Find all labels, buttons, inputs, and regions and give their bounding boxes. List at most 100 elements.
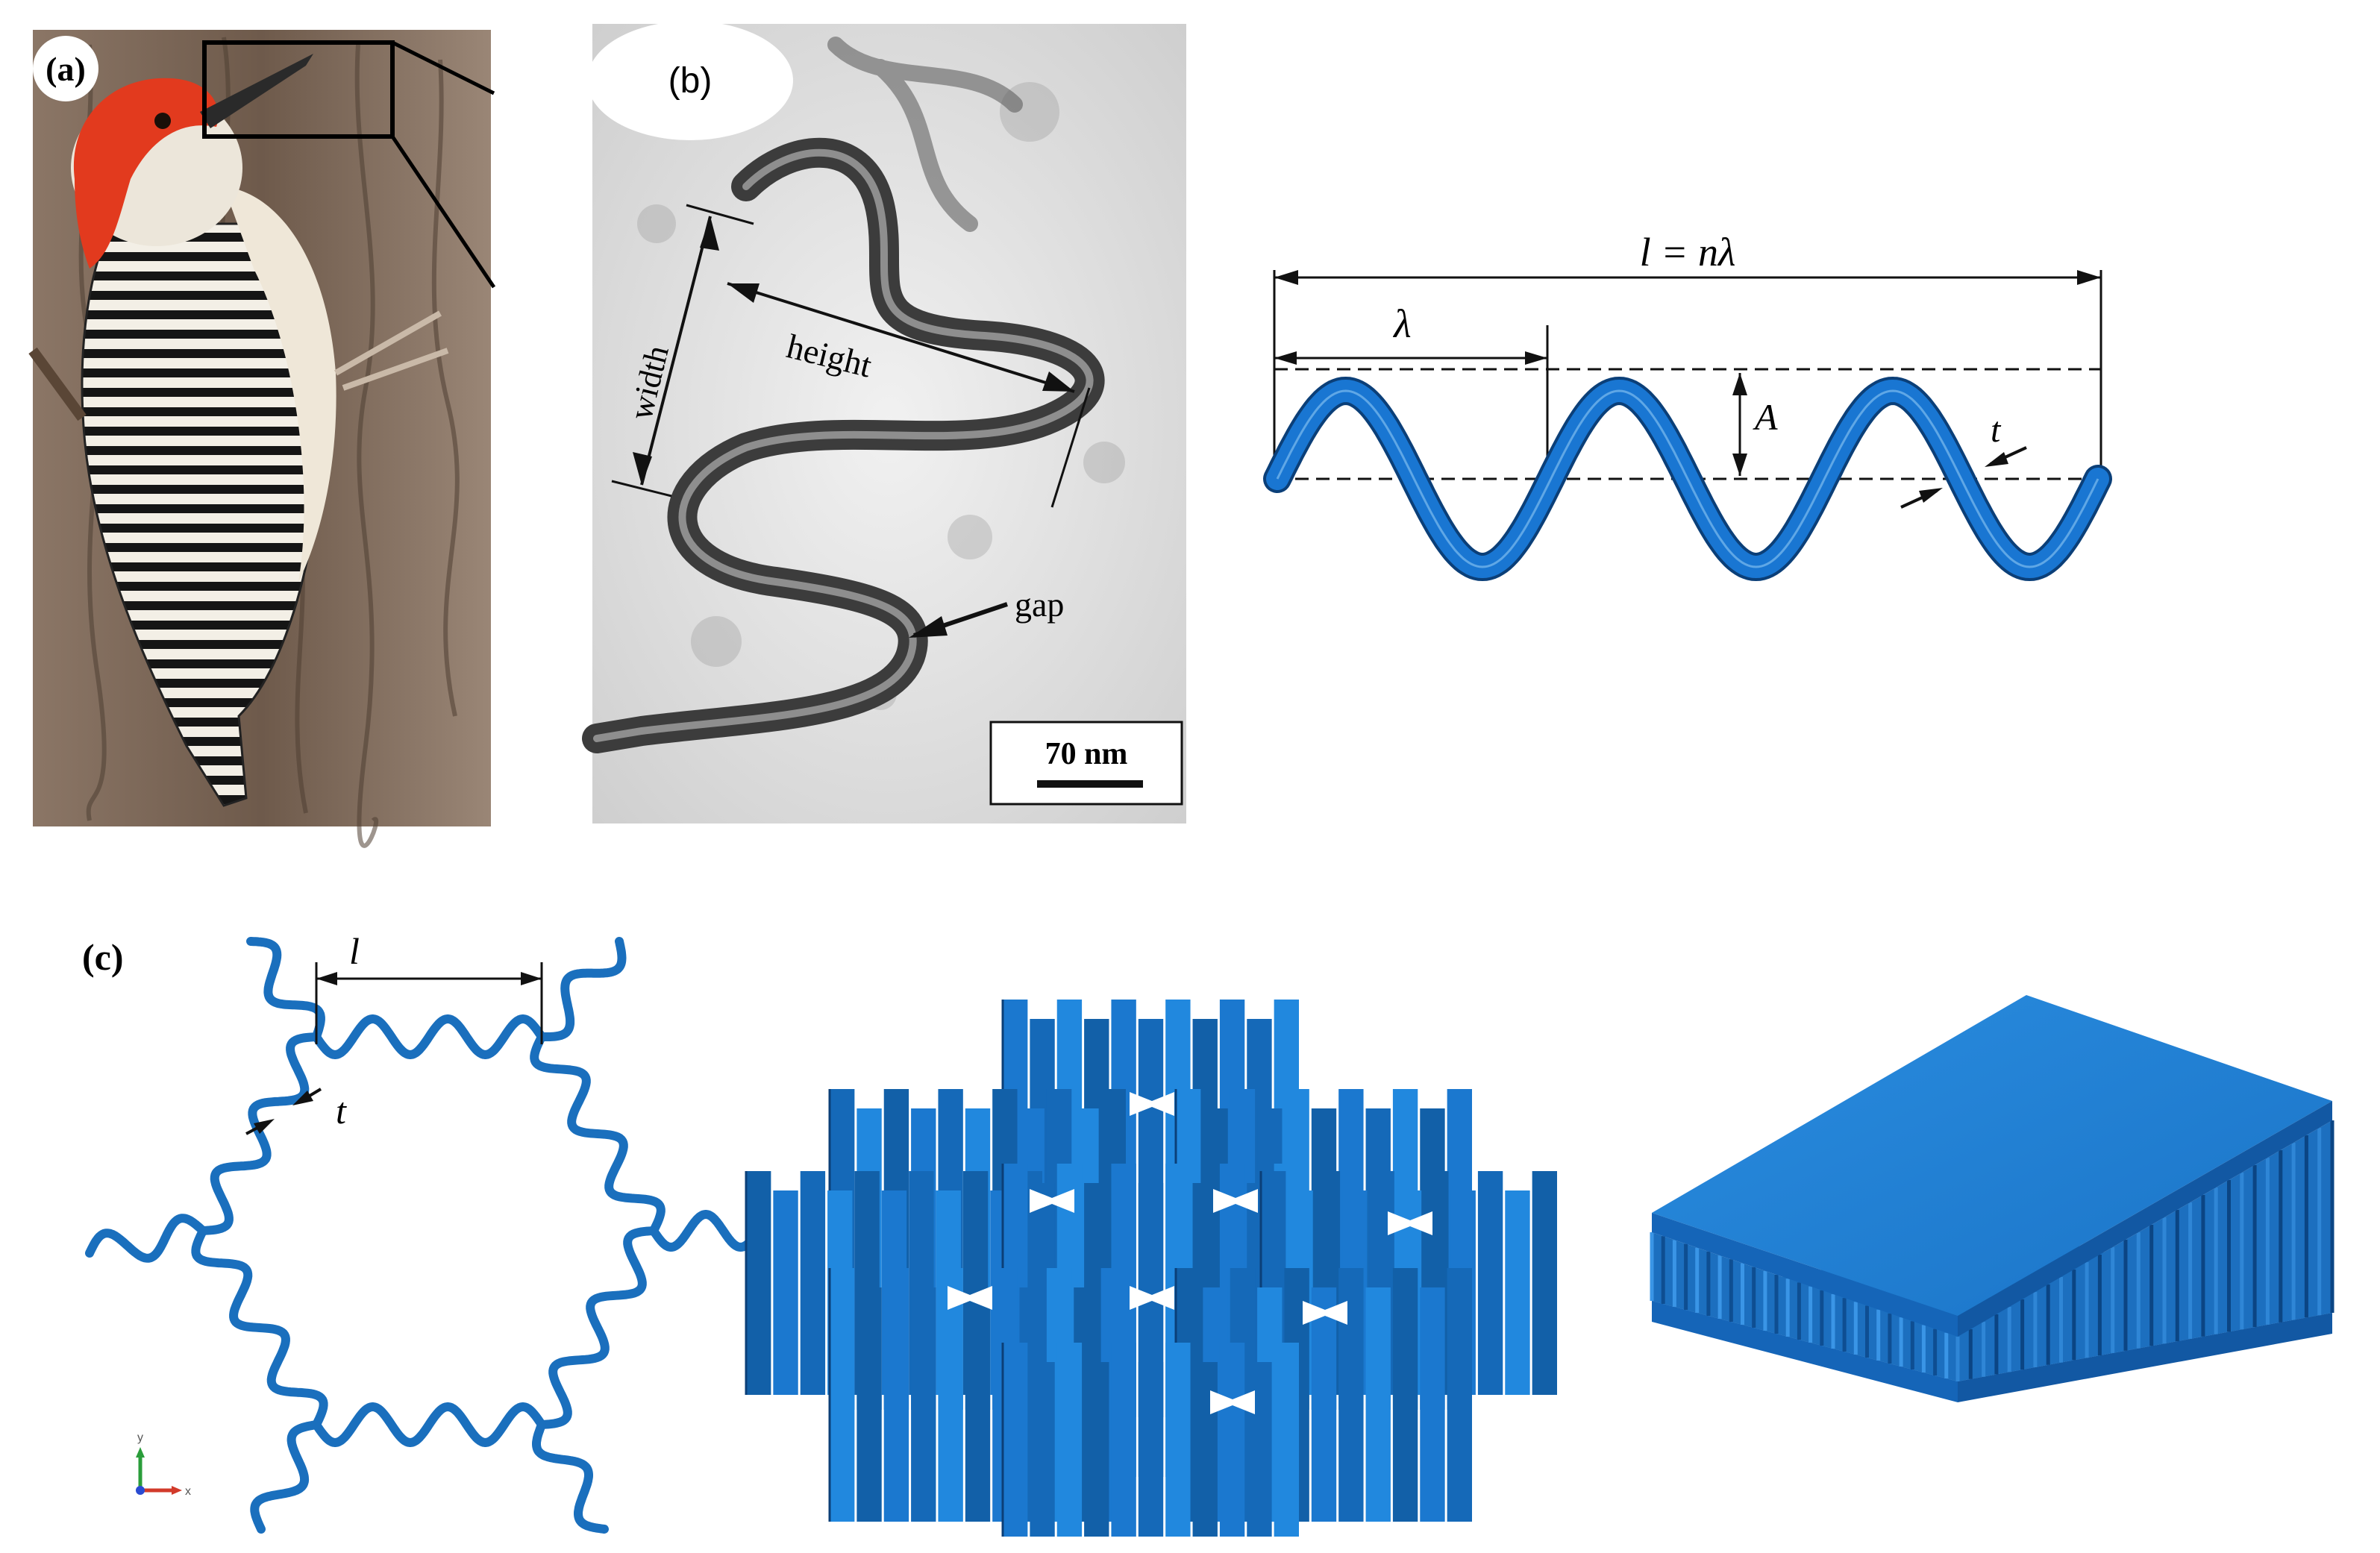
core-column <box>1165 1343 1191 1537</box>
gap-label: gap <box>1015 586 1064 624</box>
wavy-wall <box>532 1420 609 1534</box>
core-column <box>1420 1287 1445 1522</box>
axis-origin <box>136 1486 145 1495</box>
wavelength-arrow-left <box>1274 351 1297 365</box>
core-column <box>1392 1268 1418 1522</box>
core-column <box>1505 1190 1530 1395</box>
core-column <box>857 1287 882 1522</box>
panel-a-photo: (a) <box>28 30 496 848</box>
scale-bar <box>1037 780 1143 788</box>
core-column <box>1311 1287 1337 1522</box>
top-plate-front <box>1652 1213 1958 1337</box>
axis-x-head <box>172 1486 182 1495</box>
width-tick-bottom <box>611 480 672 498</box>
cell-thickness-arrow-upper-head <box>292 1091 313 1105</box>
twig <box>28 347 87 421</box>
wavy-hexagon-walls <box>85 937 762 1534</box>
thickness-arrow-lower-head <box>1919 488 1943 503</box>
bottom-plate-side <box>1958 1313 2332 1402</box>
panel-c-honeycomb-core <box>745 1000 1557 1537</box>
width-arrow <box>640 216 712 486</box>
bowtie-gap <box>1210 1390 1255 1414</box>
wavy-wall <box>537 937 627 1041</box>
panel-a-label-bg <box>33 36 98 101</box>
core-column <box>800 1171 826 1395</box>
wave-diagram: l = nλ λ A t <box>1263 230 2112 582</box>
width-arrow-head-bottom <box>633 452 652 485</box>
panel-b-label-bg <box>587 21 793 140</box>
top-plate-top <box>1652 995 2332 1316</box>
sandwich-core-walls <box>1650 1120 2334 1381</box>
thickness-arrow-upper-head <box>1985 452 2008 467</box>
bird-eye <box>154 113 171 129</box>
wavy-wall <box>537 1226 658 1429</box>
core-column <box>1056 1343 1083 1537</box>
height-tick <box>1050 387 1091 508</box>
sem-strands <box>827 37 1023 232</box>
sine-wave-midline <box>1276 389 2099 568</box>
core-columns <box>745 1000 1557 1537</box>
width-arrow-head-top <box>700 216 719 251</box>
amplitude-arrow-top <box>1732 373 1747 395</box>
amplitude-arrow-bottom <box>1732 454 1747 476</box>
total-length-arrow-right <box>2077 270 2101 285</box>
height-arrow-head-left <box>727 283 760 303</box>
wavy-wall <box>85 1214 207 1263</box>
wavy-wall <box>246 937 325 1041</box>
core-column <box>1192 1362 1218 1537</box>
panel-a-label: (a) <box>46 50 86 88</box>
bowtie-gap <box>1388 1211 1432 1235</box>
axis-triad: y x <box>136 1431 191 1498</box>
wavy-wall <box>250 1420 321 1534</box>
panel-c-wavy-hexagon: (c) l t y x <box>82 930 762 1534</box>
cell-length-arrow-left <box>316 972 337 985</box>
bird-beak <box>200 54 313 128</box>
zoom-line-bottom <box>390 135 496 289</box>
zoom-line-top <box>391 40 495 95</box>
panel-c-label: (c) <box>82 936 124 978</box>
core-column <box>746 1171 771 1395</box>
scale-bar-label: 70 nm <box>1045 737 1128 771</box>
core-column <box>1138 1362 1164 1537</box>
core-column <box>965 1287 991 1522</box>
axis-y-label: y <box>137 1431 143 1444</box>
core-column <box>1030 1362 1055 1537</box>
cell-length-arrow-right <box>521 972 542 985</box>
core-column <box>883 1268 909 1522</box>
core-column <box>830 1268 855 1522</box>
wavy-wall <box>312 1402 546 1447</box>
wavelength-label: λ <box>1392 301 1411 346</box>
core-column <box>1274 1343 1299 1537</box>
core-column <box>1003 1343 1028 1537</box>
core-bowtie-gaps <box>948 1092 1432 1414</box>
wavy-wall <box>191 1226 328 1429</box>
core-column <box>1219 1343 1245 1537</box>
bowtie-gap <box>1030 1189 1074 1213</box>
bowtie-gap <box>1130 1286 1174 1310</box>
axis-y-head <box>136 1447 145 1458</box>
gap-arrow-head <box>909 616 948 638</box>
bottom-plate-front <box>1652 1301 1958 1402</box>
core-column <box>911 1287 936 1522</box>
scale-bar-box <box>989 721 1183 806</box>
cell-thickness-label: t <box>336 1090 347 1132</box>
core-column <box>938 1268 963 1522</box>
wavy-wall <box>312 1014 546 1059</box>
panel-b-sem-image: (b) width height gap 70 nm <box>582 21 1186 823</box>
width-tick-top <box>686 204 754 225</box>
total-length-label: l = nλ <box>1640 230 1736 274</box>
wavy-wall <box>649 1210 762 1252</box>
core-column <box>1111 1343 1136 1537</box>
bird-claws <box>334 310 449 391</box>
bowtie-gap <box>1130 1092 1174 1116</box>
height-arrow <box>727 282 1075 393</box>
height-arrow-head-right <box>1042 371 1074 392</box>
core-column <box>1532 1171 1557 1395</box>
core-column <box>1247 1362 1272 1537</box>
core-column <box>1365 1287 1391 1522</box>
cell-length-label: l <box>349 930 360 972</box>
bowtie-gap <box>1303 1301 1347 1325</box>
axis-x-label: x <box>185 1485 191 1498</box>
zoom-box <box>202 40 395 139</box>
total-length-arrow-left <box>1274 270 1298 285</box>
